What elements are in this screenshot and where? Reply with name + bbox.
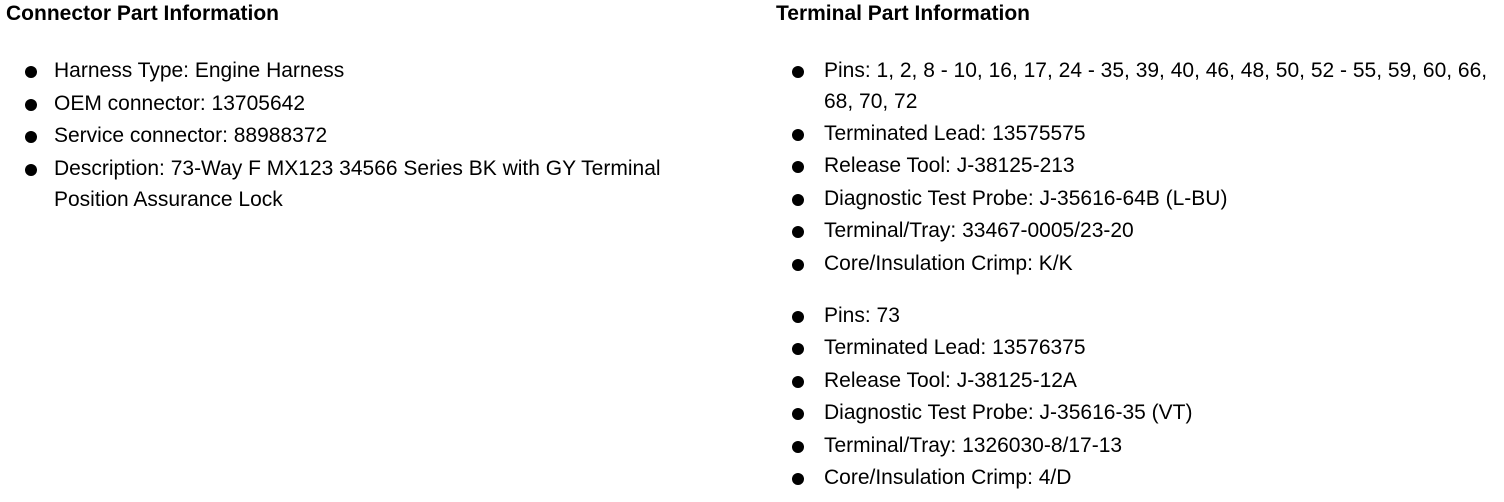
list-item: Diagnostic Test Probe: J-35616-64B (L-BU…	[776, 183, 1496, 215]
list-item: Release Tool: J-38125-213	[776, 150, 1496, 182]
bullet-icon	[792, 161, 804, 173]
terminated-lead-text: Terminated Lead: 13576375	[824, 336, 1086, 359]
connector-part-heading: Connector Part Information	[6, 2, 280, 25]
crimp-text: Core/Insulation Crimp: 4/D	[824, 466, 1072, 489]
list-item: Release Tool: J-38125-12A	[776, 365, 1496, 397]
bullet-icon	[792, 193, 804, 206]
bullet-icon	[25, 131, 37, 143]
connector-part-list: Harness Type: Engine Harness OEM connect…	[6, 55, 746, 215]
list-item: Terminal/Tray: 33467-0005/23-20	[776, 215, 1496, 247]
list-item: Terminal/Tray: 1326030-8/17-13	[776, 430, 1496, 462]
description-text: Description: 73-Way F MX123 34566 Series…	[54, 156, 661, 211]
list-item: Terminated Lead: 13576375	[776, 332, 1496, 364]
list-item: Harness Type: Engine Harness	[6, 55, 746, 87]
oem-connector-text: OEM connector: 13705642	[54, 91, 305, 115]
terminated-lead-text: Terminated Lead: 13575575	[824, 121, 1086, 145]
bullet-icon	[792, 128, 804, 141]
terminal-group-2-list: Pins: 73 Terminated Lead: 13576375 Relea…	[776, 300, 1496, 495]
terminal-tray-text: Terminal/Tray: 33467-0005/23-20	[824, 219, 1134, 242]
list-item: Core/Insulation Crimp: 4/D	[776, 462, 1496, 494]
pins-text: Pins: 73	[824, 303, 900, 327]
terminal-group-1-list: Pins: 1, 2, 8 - 10, 16, 17, 24 - 35, 39,…	[776, 55, 1496, 280]
bullet-icon	[792, 440, 804, 453]
list-item: OEM connector: 13705642	[6, 88, 746, 120]
harness-type-text: Harness Type: Engine Harness	[54, 59, 345, 82]
connector-part-section: Connector Part Information Harness Type:…	[6, 0, 746, 215]
bullet-icon	[792, 408, 804, 420]
list-item: Description: 73-Way F MX123 34566 Series…	[6, 153, 694, 215]
bullet-icon	[792, 226, 804, 238]
bullet-icon	[792, 66, 804, 78]
bullet-icon	[792, 473, 804, 485]
pins-text: Pins: 1, 2, 8 - 10, 16, 17, 24 - 35, 39,…	[824, 59, 1488, 113]
terminal-part-heading: Terminal Part Information	[776, 2, 1030, 25]
bullet-icon	[25, 98, 37, 111]
list-item: Service connector: 88988372	[6, 120, 746, 152]
list-item: Pins: 1, 2, 8 - 10, 16, 17, 24 - 35, 39,…	[776, 55, 1496, 117]
diagnostic-probe-text: Diagnostic Test Probe: J-35616-64B (L-BU…	[824, 186, 1228, 210]
diagnostic-probe-text: Diagnostic Test Probe: J-35616-35 (VT)	[824, 401, 1193, 424]
list-item: Terminated Lead: 13575575	[776, 118, 1496, 150]
bullet-icon	[25, 66, 37, 78]
bullet-icon	[792, 343, 804, 355]
list-item: Core/Insulation Crimp: K/K	[776, 248, 1496, 280]
bullet-icon	[792, 310, 804, 323]
terminal-part-section: Terminal Part Information Pins: 1, 2, 8 …	[776, 0, 1496, 495]
bullet-icon	[792, 375, 804, 388]
release-tool-text: Release Tool: J-38125-213	[824, 154, 1075, 177]
bullet-icon	[25, 163, 37, 176]
release-tool-text: Release Tool: J-38125-12A	[824, 368, 1077, 392]
service-connector-text: Service connector: 88988372	[54, 124, 328, 147]
list-item: Diagnostic Test Probe: J-35616-35 (VT)	[776, 397, 1496, 429]
list-item: Pins: 73	[776, 300, 1496, 332]
bullet-icon	[792, 258, 804, 271]
terminal-tray-text: Terminal/Tray: 1326030-8/17-13	[824, 433, 1123, 457]
crimp-text: Core/Insulation Crimp: K/K	[824, 251, 1073, 275]
